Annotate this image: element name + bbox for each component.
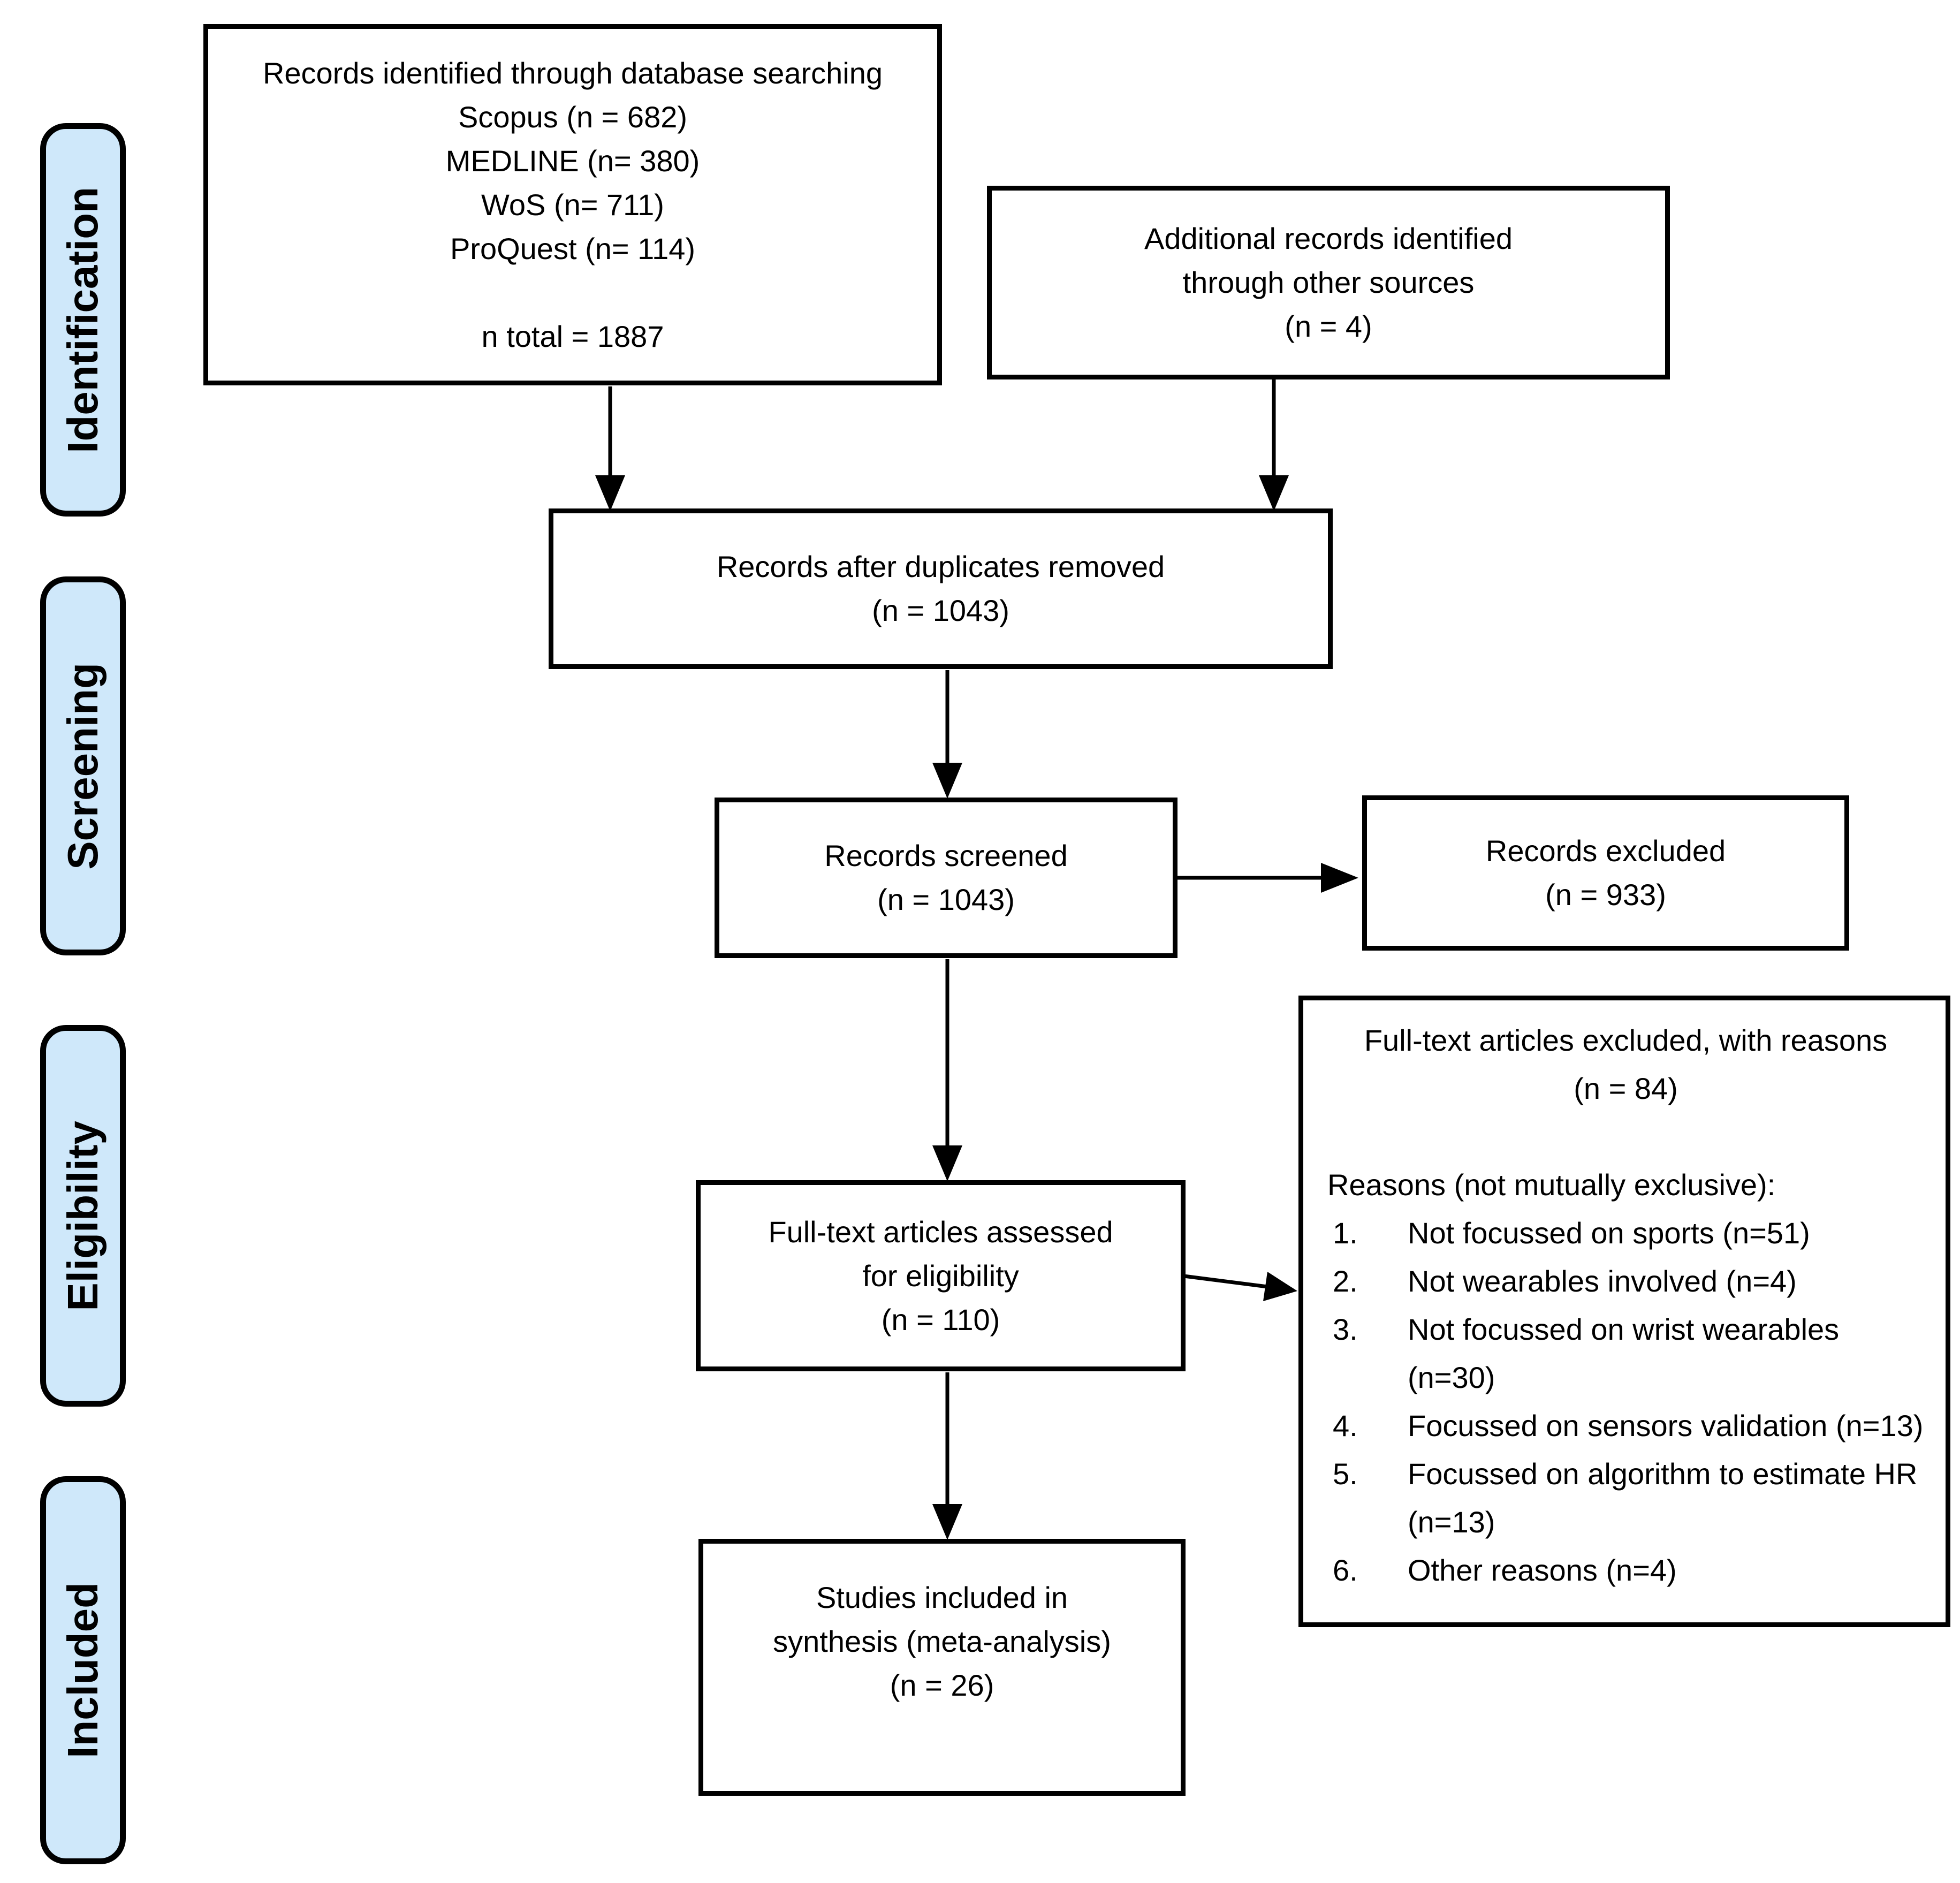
reason-item: Focussed on algorithm to estimate HR (n=… (1333, 1450, 1918, 1539)
reason-item: Not wearables involved (n=4) (1333, 1257, 1797, 1305)
stage-label-included: Included (40, 1476, 126, 1864)
reason-item: Focussed on sensors validation (n=13) (1333, 1402, 1924, 1450)
box-line: n total = 1887 (481, 319, 664, 353)
box-line: Records after duplicates removed (716, 550, 1165, 583)
box-records-excluded: Records excluded (n = 933) (1362, 795, 1849, 951)
box-line: through other sources (1182, 265, 1475, 299)
arrow-duplicates-to-screened (932, 670, 962, 799)
box-line-blank (208, 271, 937, 315)
reason-item: Other reasons (n=4) (1333, 1546, 1677, 1595)
stage-label-eligibility: Eligibility (40, 1025, 126, 1407)
stage-label-text: Eligibility (59, 1120, 107, 1311)
excluded-title: Full-text articles excluded, with reason… (1364, 1023, 1888, 1057)
box-line: for eligibility (862, 1258, 1019, 1293)
arrow-screened-to-excluded (1176, 863, 1358, 893)
box-fulltext-excluded-reasons: Full-text articles excluded, with reason… (1298, 996, 1950, 1627)
box-fulltext-assessed: Full-text articles assessed for eligibil… (696, 1180, 1186, 1371)
box-duplicates-removed: Records after duplicates removed (n = 10… (549, 508, 1333, 669)
box-line: Additional records identified (1144, 222, 1513, 255)
box-line: (n = 933) (1545, 878, 1666, 912)
box-records-identified: Records identified through database sear… (203, 24, 942, 385)
reasons-list: Not focussed on sports (n=51) Not wearab… (1327, 1209, 1924, 1595)
box-line: Records excluded (1485, 834, 1726, 868)
box-line: Full-text articles assessed (768, 1214, 1113, 1249)
box-additional-records: Additional records identified through ot… (987, 186, 1670, 379)
arrow-additional-to-duplicates (1259, 378, 1289, 511)
box-line: synthesis (meta-analysis) (773, 1624, 1111, 1658)
box-line: MEDLINE (n= 380) (445, 143, 700, 178)
stage-label-identification: Identification (40, 123, 126, 517)
box-studies-included: Studies included in synthesis (meta-anal… (698, 1539, 1186, 1796)
box-line: (n = 1043) (872, 594, 1009, 627)
box-line: WoS (n= 711) (481, 187, 664, 222)
box-line: (n = 1043) (877, 883, 1015, 916)
box-line: Scopus (n = 682) (458, 100, 688, 134)
box-line: Records identified through database sear… (262, 56, 883, 90)
box-line: (n = 26) (890, 1668, 994, 1702)
arrow-identified-to-duplicates (595, 386, 625, 511)
box-line: (n = 110) (881, 1302, 1000, 1337)
stage-label-screening: Screening (40, 576, 126, 955)
arrow-fulltext-to-excluded-reasons (1183, 1272, 1297, 1301)
box-line: (n = 4) (1285, 309, 1372, 343)
reasons-header: Reasons (not mutually exclusive): (1327, 1168, 1776, 1202)
stage-label-text: Included (59, 1582, 107, 1758)
excluded-count: (n = 84) (1574, 1072, 1678, 1105)
box-records-screened: Records screened (n = 1043) (715, 798, 1177, 958)
stage-label-text: Screening (59, 662, 107, 870)
arrow-fulltext-to-included (932, 1372, 962, 1540)
box-line: Records screened (824, 839, 1068, 872)
stage-label-text: Identification (59, 186, 107, 453)
box-line: Studies included in (816, 1581, 1068, 1614)
box-line: ProQuest (n= 114) (450, 231, 696, 265)
reason-item: Not focussed on wrist wearables (n=30) (1333, 1305, 1840, 1394)
reason-item: Not focussed on sports (n=51) (1333, 1209, 1810, 1257)
arrow-screened-to-fulltext (932, 959, 962, 1181)
